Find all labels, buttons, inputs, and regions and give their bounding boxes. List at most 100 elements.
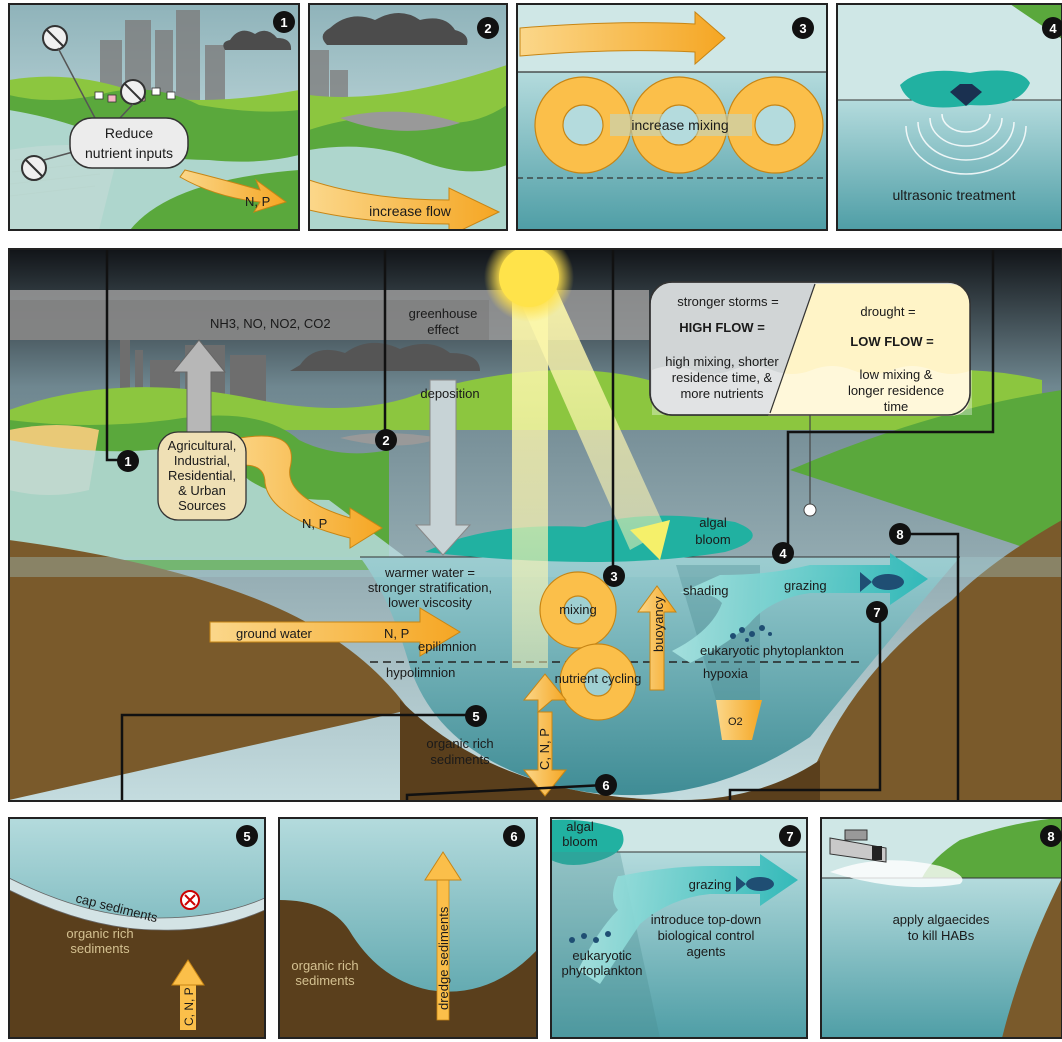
phytoplankton-icon-panel7	[569, 931, 611, 943]
panel-1-label-line1: Reduce	[105, 125, 153, 141]
shading-label: shading	[683, 583, 729, 598]
flow-info-box: stronger storms = HIGH FLOW = high mixin…	[665, 294, 944, 414]
panel-7-eukaryotic-line2: phytoplankton	[562, 963, 643, 978]
drought-label: drought =	[860, 304, 915, 319]
warmer-water-line1: warmer water =	[384, 565, 475, 580]
sources-line1: Agricultural,	[168, 438, 237, 453]
panel-2-increase-flow: increase flow	[309, 4, 507, 230]
panel-7-eukaryotic-line1: eukaryotic	[572, 948, 632, 963]
mixing-label: mixing	[559, 602, 597, 617]
panel-4-number-badge: 4	[1042, 17, 1062, 39]
high-flow-label: HIGH FLOW =	[679, 320, 765, 335]
svg-text:2: 2	[484, 21, 491, 36]
panel-6-organic-line2: sediments	[295, 973, 355, 988]
panel-7-number-badge: 7	[779, 825, 801, 847]
buoyancy-label: buoyancy	[651, 596, 666, 652]
svg-text:2: 2	[382, 433, 389, 448]
main-number-markers: 1 2 3 4 5 6 7 8	[117, 429, 911, 796]
algal-bloom-label-2: bloom	[695, 532, 730, 547]
panel-8-text-line2: to kill HABs	[908, 928, 975, 943]
panel-1-label-line2: nutrient inputs	[85, 145, 173, 161]
panel-5-cnp-label: C, N, P	[182, 987, 196, 1026]
svg-text:1: 1	[124, 454, 131, 469]
sources-line4: & Urban	[178, 483, 226, 498]
panel-4-ultrasonic: ultrasonic treatment	[837, 4, 1062, 230]
dredge-sediments-label: dredge sediments	[436, 906, 451, 1010]
panel-8-algaecides: apply algaecides to kill HABs	[821, 818, 1062, 1038]
panel-7-text-line3: agents	[686, 944, 726, 959]
svg-text:5: 5	[243, 829, 250, 844]
hypoxia-label: hypoxia	[703, 666, 749, 681]
main-lake-diagram	[9, 249, 1062, 801]
svg-text:8: 8	[1047, 829, 1054, 844]
sources-bubble: Agricultural, Industrial, Residential, &…	[157, 431, 247, 521]
panel-6-number-badge: 6	[503, 825, 525, 847]
warmer-water-line2: stronger stratification,	[368, 580, 492, 595]
high-flow-line1: high mixing, shorter	[665, 354, 779, 369]
svg-text:3: 3	[799, 21, 806, 36]
epilimnion-label: epilimnion	[418, 639, 477, 654]
oxygen-label: O2	[728, 716, 743, 728]
sources-line3: Residential,	[168, 468, 236, 483]
phytoplankton-icon	[730, 625, 772, 642]
panel-6-organic-line1: organic rich	[291, 958, 358, 973]
river-np-label: N, P	[302, 516, 327, 531]
panel-2-label: increase flow	[369, 203, 452, 219]
sources-line2: Industrial,	[174, 453, 230, 468]
boat-icon	[829, 829, 887, 863]
panel-7-bloom-line1: algal	[566, 819, 594, 834]
panel-3-label: increase mixing	[631, 117, 728, 133]
panel-5-organic-line2: sediments	[70, 941, 130, 956]
svg-text:4: 4	[1049, 21, 1057, 36]
panel-4-label: ultrasonic treatment	[893, 187, 1016, 203]
mixing-cycle-icon	[534, 76, 824, 174]
svg-text:7: 7	[873, 605, 880, 620]
algal-bloom-label-1: algal	[699, 515, 727, 530]
panel-5-cap-sediments: cap sediments organic rich sediments C, …	[9, 818, 265, 1038]
grazing-label: grazing	[784, 578, 827, 593]
panel-7-text-line2: biological control	[658, 928, 755, 943]
svg-text:8: 8	[896, 527, 903, 542]
organic-sediments-label-2: sediments	[430, 752, 490, 767]
svg-text:1: 1	[280, 15, 287, 30]
nutrient-cycling-label: nutrient cycling	[555, 671, 642, 686]
svg-text:6: 6	[602, 778, 609, 793]
fish-icon	[860, 572, 904, 592]
warmer-water-line3: lower viscosity	[388, 595, 472, 610]
organic-sediments-label-1: organic rich	[426, 736, 493, 751]
main-labels: NH3, NO, NO2, CO2 greenhouse effect depo…	[210, 306, 844, 770]
panel-1-reduce-nutrients: N, P Reduce nutrient inputs	[9, 4, 299, 230]
high-flow-line3: more nutrients	[680, 386, 764, 401]
panel-8-text-line1: apply algaecides	[893, 912, 990, 927]
gas-emissions-label: NH3, NO, NO2, CO2	[210, 316, 331, 331]
panel-1-number-badge: 1	[273, 11, 295, 33]
hypolimnion-label: hypolimnion	[386, 665, 455, 680]
cnp-label: C, N, P	[537, 728, 552, 770]
panel-8-number-badge: 8	[1040, 825, 1062, 847]
panel-7-bloom-line2: bloom	[562, 834, 597, 849]
deposition-label: deposition	[420, 386, 479, 401]
fish-icon-panel7	[736, 876, 774, 892]
panel-1-np-label: N, P	[245, 194, 270, 209]
svg-text:7: 7	[786, 829, 793, 844]
low-flow-line3: time	[884, 399, 909, 414]
panel-5-organic-line1: organic rich	[66, 926, 133, 941]
low-flow-line1: low mixing &	[860, 367, 933, 382]
svg-text:5: 5	[472, 709, 479, 724]
svg-text:4: 4	[779, 546, 787, 561]
panel-3-increase-mixing: increase mixing	[517, 4, 827, 230]
panel-7-biological-control: algal bloom grazing introduce top-down b…	[551, 818, 807, 1038]
svg-text:6: 6	[510, 829, 517, 844]
low-flow-label: LOW FLOW =	[850, 334, 934, 349]
greenhouse-label-2: effect	[427, 322, 459, 337]
ground-water-np-label: N, P	[384, 626, 409, 641]
panel-5-number-badge: 5	[236, 825, 258, 847]
eukaryotic-label: eukaryotic phytoplankton	[700, 643, 844, 658]
panel-7-text-line1: introduce top-down	[651, 912, 762, 927]
low-flow-line2: longer residence	[848, 383, 944, 398]
panel-2-number-badge: 2	[477, 17, 499, 39]
high-flow-line2: residence time, &	[672, 370, 773, 385]
sources-line5: Sources	[178, 498, 226, 513]
storms-label: stronger storms =	[677, 294, 779, 309]
